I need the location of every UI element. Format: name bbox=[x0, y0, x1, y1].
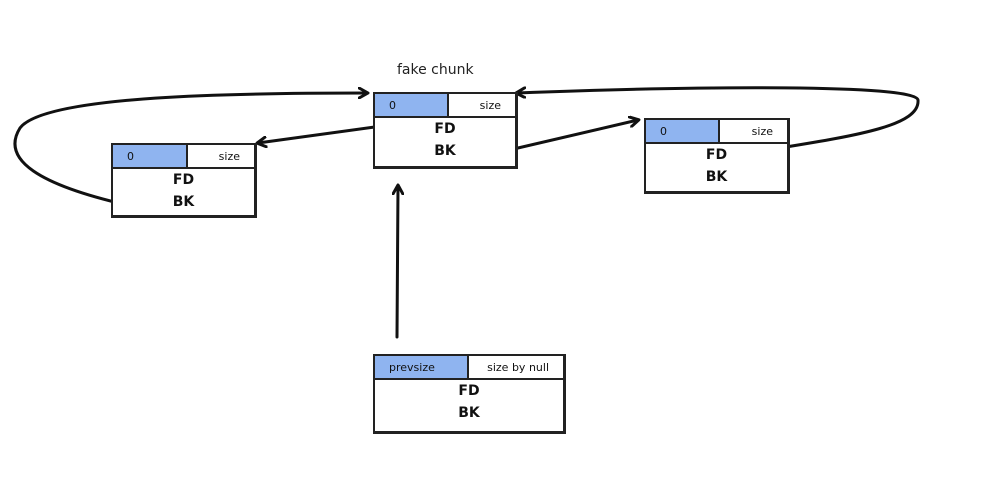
left-chunk-box: 0 size FD BK bbox=[111, 143, 257, 218]
right-chunk-bk: BK bbox=[705, 169, 728, 185]
fake-chunk-prev-field: 0 bbox=[375, 94, 449, 116]
right-chunk-prev-field: 0 bbox=[646, 120, 720, 142]
bottom-chunk-fd: FD bbox=[458, 383, 480, 399]
left-chunk-size-field: size bbox=[218, 149, 240, 163]
fake-chunk-caption: fake chunk bbox=[397, 62, 474, 78]
fake-chunk-header: 0 size bbox=[375, 94, 515, 118]
bottom-chunk-header: prevsize size by null bbox=[375, 356, 563, 380]
right-chunk-fd: FD bbox=[705, 147, 728, 163]
arrow-right-fd-to-fake bbox=[517, 86, 920, 150]
bottom-chunk-size-field: size by null bbox=[487, 360, 549, 374]
arrow-fake-fd-to-left bbox=[258, 124, 384, 143]
left-chunk-bk: BK bbox=[172, 194, 195, 210]
right-chunk-size-field: size bbox=[751, 124, 773, 138]
fake-chunk-fd: FD bbox=[434, 121, 456, 137]
fake-chunk-size-field: size bbox=[479, 98, 501, 112]
bottom-chunk-box: prevsize size by null FD BK bbox=[373, 354, 566, 434]
fake-chunk-box: 0 size FD BK bbox=[373, 92, 518, 169]
left-chunk-fd: FD bbox=[172, 172, 195, 188]
right-chunk-box: 0 size FD BK bbox=[644, 118, 790, 194]
arrow-bottom-to-fake bbox=[397, 186, 398, 339]
bottom-chunk-prevsize-field: prevsize bbox=[375, 356, 469, 378]
left-chunk-header: 0 size bbox=[113, 145, 254, 169]
right-chunk-header: 0 size bbox=[646, 120, 787, 144]
left-chunk-prev-field: 0 bbox=[113, 145, 188, 167]
bottom-chunk-bk: BK bbox=[458, 405, 480, 421]
arrow-left-bk-to-fake bbox=[13, 93, 367, 207]
fake-chunk-bk: BK bbox=[434, 143, 456, 159]
